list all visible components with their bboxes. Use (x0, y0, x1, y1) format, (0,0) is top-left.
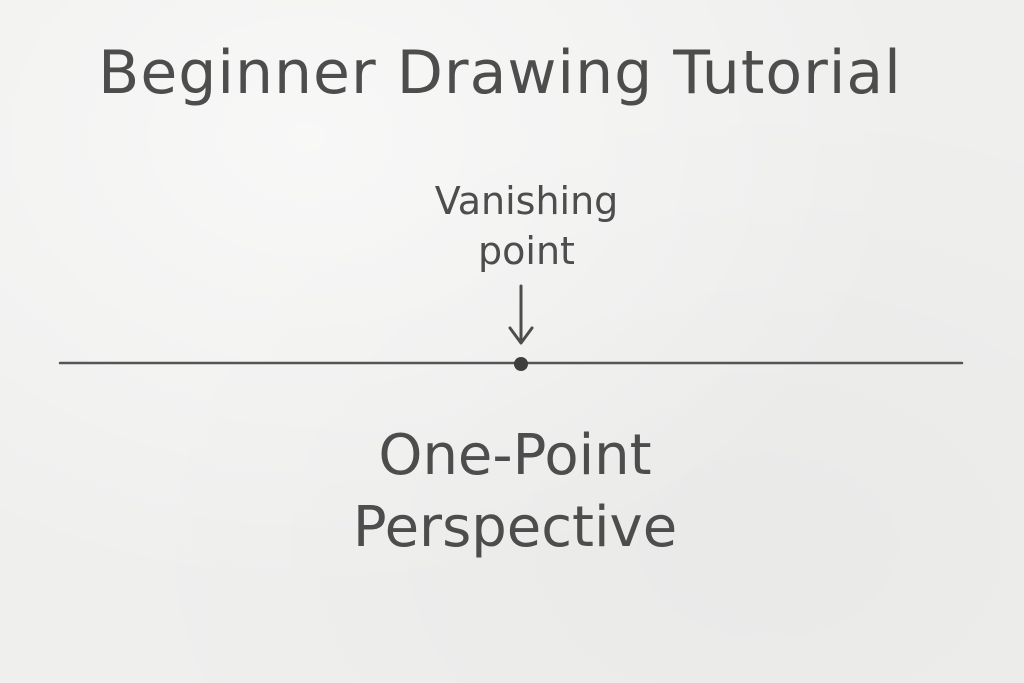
pointer-arrow (508, 284, 534, 345)
diagram-caption: One-Point Perspective (315, 420, 715, 564)
caption-line-1: One-Point (378, 423, 652, 488)
vanishing-point-label-line-2: point (478, 229, 575, 273)
vanishing-point-dot (514, 357, 528, 371)
caption-line-2: Perspective (352, 495, 678, 560)
arrow-head (508, 326, 534, 345)
page-title: Beginner Drawing Tutorial (98, 38, 902, 108)
vanishing-point-label-line-1: Vanishing (434, 179, 619, 223)
vanishing-point-label: Vanishing point (424, 176, 629, 276)
